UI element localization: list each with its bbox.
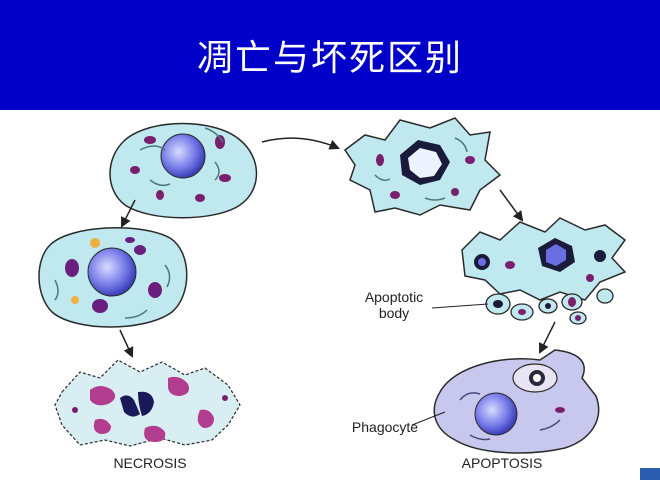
apoptotic-body-label-line2: body [379, 305, 409, 321]
arrow-to-phagocytosis [539, 321, 556, 354]
phagocyte-cell [433, 349, 600, 454]
corner-marker [640, 468, 660, 480]
apoptosis-label: APOPTOSIS [462, 455, 543, 471]
necrotic-cell [54, 359, 241, 447]
title-bar: 凋亡与坏死区别 [0, 0, 660, 110]
arrow-to-swelling [121, 199, 136, 228]
normal-cell [109, 122, 258, 219]
phagocyte-label: Phagocyte [352, 419, 418, 435]
apoptotic-bodies [485, 288, 614, 325]
phagocyte-pointer [411, 411, 446, 426]
fragmenting-cell [461, 217, 627, 301]
page-title: 凋亡与坏死区别 [196, 38, 463, 79]
apoptotic-body-label-line1: Apoptotic [365, 289, 423, 305]
cell-death-diagram: Apoptotic body Phagocyte NECROSIS APOPTO… [0, 117, 660, 480]
swollen-cell [38, 227, 188, 328]
apoptotic-body-pointer [431, 303, 489, 309]
arrow-to-apoptosis [261, 137, 340, 150]
arrow-to-fragmentation [499, 189, 524, 222]
shrinking-cell [343, 117, 502, 216]
necrosis-label: NECROSIS [113, 455, 186, 471]
arrow-to-necrosis [119, 329, 134, 358]
